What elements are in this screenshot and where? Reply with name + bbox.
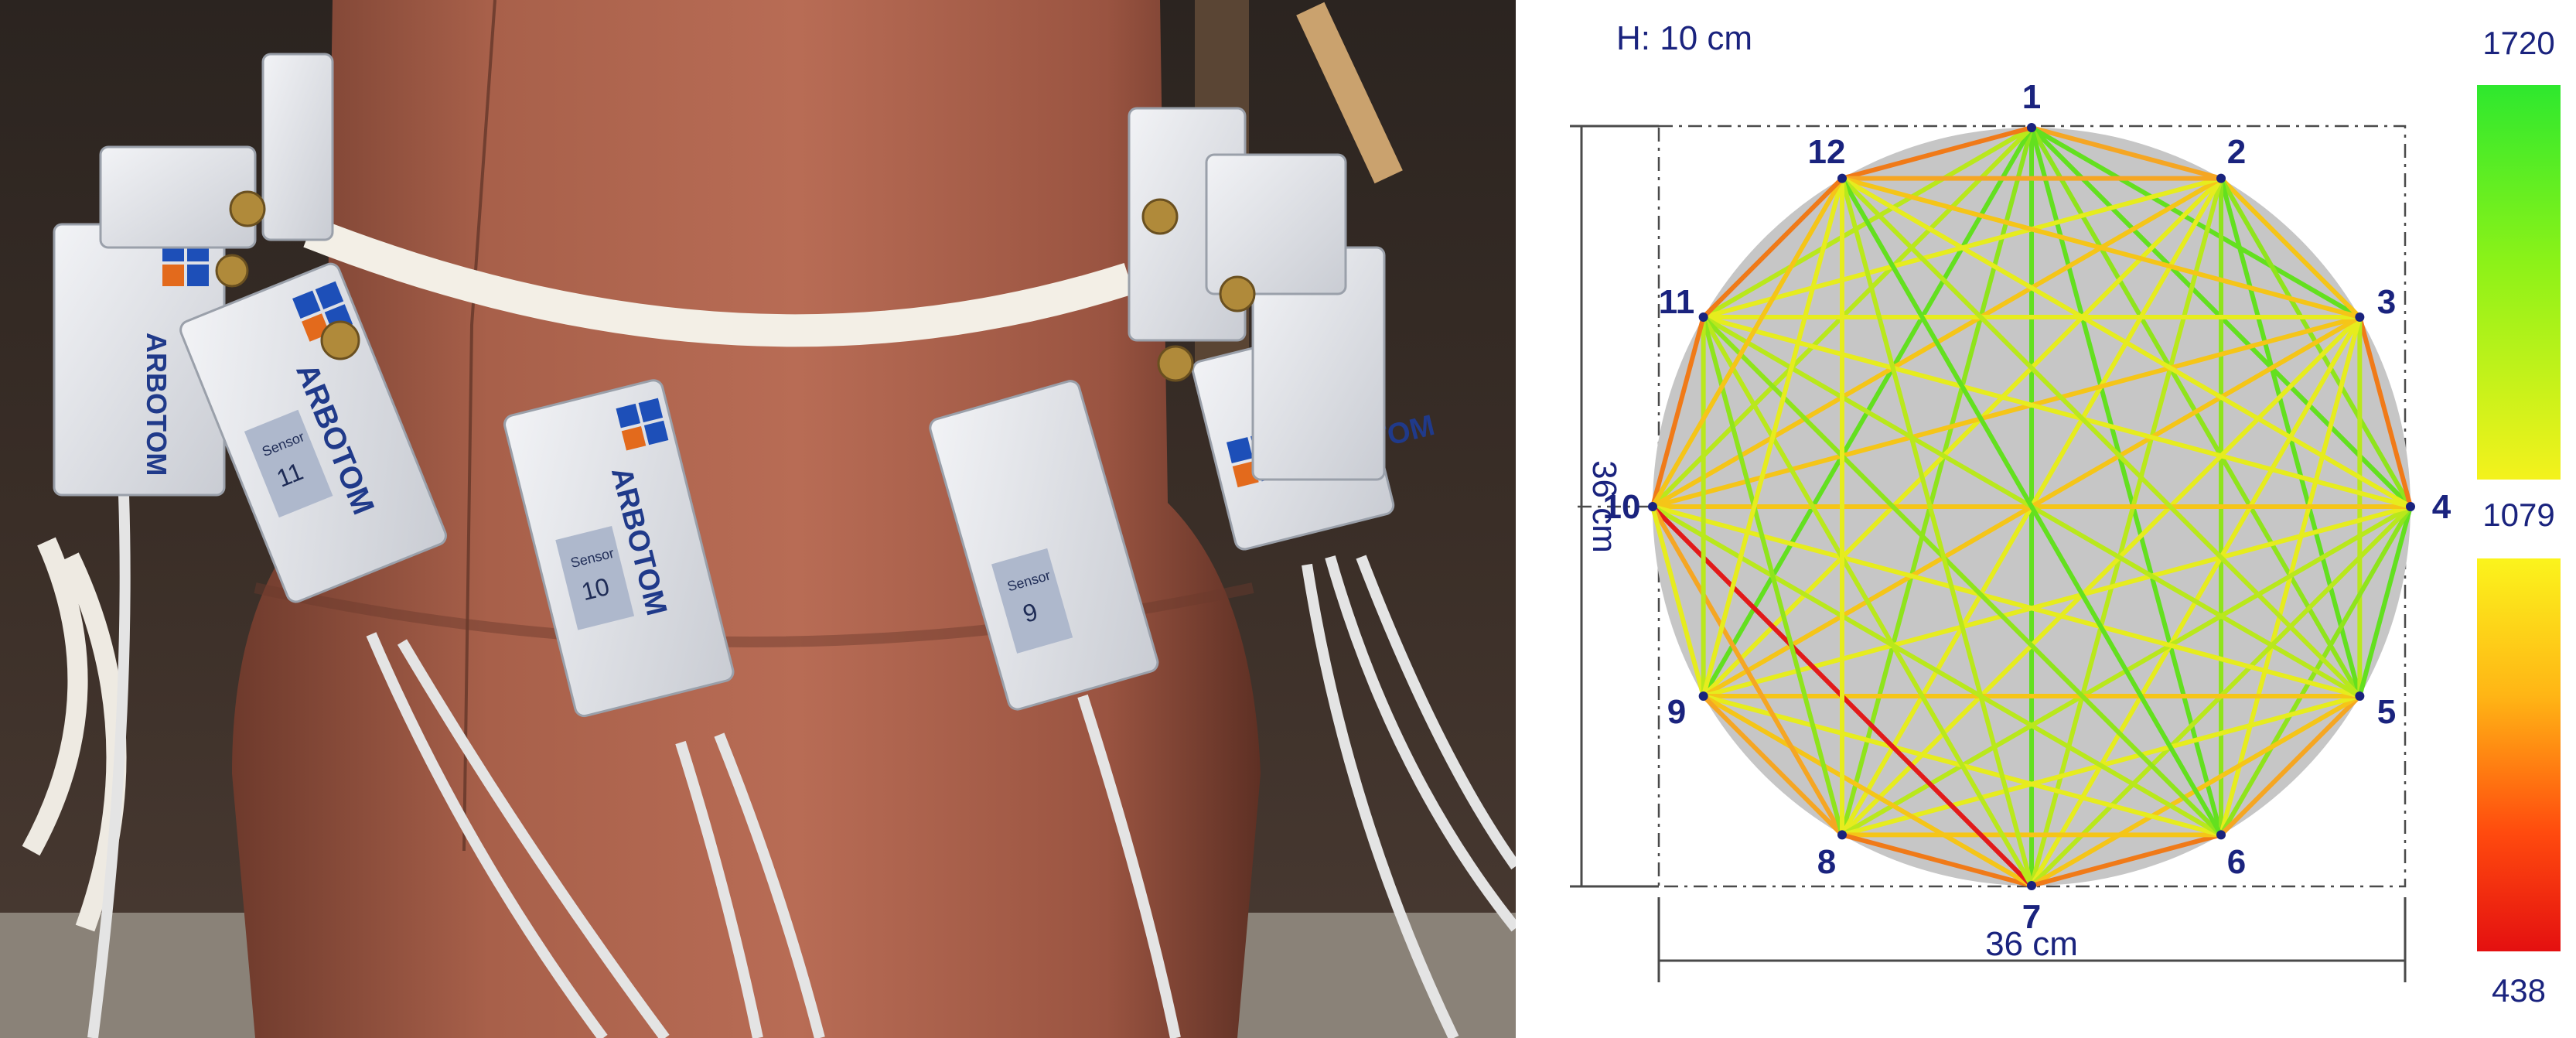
width-dimension-label: 36 cm: [1985, 925, 2078, 963]
sound-path-8-11: [1701, 315, 1844, 838]
colorbar-mid-value: 1079: [2482, 497, 2554, 533]
sound-path-3-8: [1840, 315, 2363, 838]
trunk-crack: [462, 0, 496, 852]
sound-path-7-12: [1840, 176, 2034, 888]
sound-path-9-10: [1650, 504, 1706, 698]
sound-path-5-12: [1840, 176, 2363, 698]
sound-path-5-10: [1650, 504, 2363, 698]
sound-path-7-9: [1701, 694, 2034, 888]
sound-path-8-9: [1701, 694, 1844, 838]
sensor-point: [2406, 502, 2415, 511]
sensor-label: 11: [1659, 283, 1695, 321]
sensor-point: [1698, 312, 1708, 322]
dimension-lines: [1570, 125, 2407, 982]
sensor-box: [261, 53, 334, 241]
sound-path-4-9: [1701, 504, 2413, 698]
height-label: H: 10 cm: [1616, 19, 1752, 57]
sound-path-3-10: [1650, 315, 2363, 509]
sensor-point: [2355, 691, 2365, 701]
sensor-box: ARBOTOM: [53, 223, 226, 497]
sound-path-4-12: [1840, 176, 2413, 509]
sensor-point: [2216, 173, 2226, 183]
sensor-label: 6: [2227, 843, 2246, 881]
sound-path-9-12: [1701, 176, 1844, 698]
sound-path-6-7: [2029, 832, 2223, 888]
sound-path-4-11: [1701, 315, 2413, 509]
sound-path-7-8: [1840, 832, 2034, 888]
sensor-label: 12: [1808, 133, 1846, 171]
sensor-box-9: Sensor 9: [929, 380, 1159, 711]
sound-path-2-7: [2029, 176, 2223, 888]
sound-path-4-5: [2357, 504, 2413, 698]
colorbar-upper: [2477, 85, 2561, 480]
tree-photo: ARBOTOM ARBOTOM Sensor 11 ARBOTOM Sensor…: [0, 0, 1516, 1038]
sound-path-1-6: [2029, 125, 2223, 838]
sensor-point: [2027, 123, 2036, 132]
sound-path-5-6: [2219, 694, 2363, 838]
sound-path-1-2: [2029, 125, 2223, 181]
wooden-stick: [1296, 2, 1403, 184]
sound-path-2-3: [2219, 176, 2363, 319]
sensor-point: [2027, 881, 2036, 890]
sound-path-3-4: [2357, 315, 2413, 509]
sensor-label: 1: [2022, 78, 2041, 116]
sensor-point: [1837, 173, 1847, 183]
sensor-box-10: ARBOTOM Sensor 10: [503, 379, 735, 718]
height-dimension-label: 36 cm: [1585, 460, 1623, 553]
colorbar-bottom-value: 438: [2492, 972, 2546, 1009]
sound-paths: [1650, 125, 2413, 888]
sensor-point: [1698, 691, 1708, 701]
sensor-label: 3: [2377, 283, 2396, 321]
sensor-label: 8: [1817, 843, 1836, 881]
sound-path-10-12: [1650, 176, 1844, 509]
sensor-point: [2216, 830, 2226, 840]
sensor-number: 10: [578, 572, 612, 606]
sound-path-1-8: [1840, 125, 2034, 838]
sensor-point: [2355, 312, 2365, 322]
sound-path-2-9: [1701, 176, 2223, 698]
sound-path-7-11: [1701, 315, 2034, 888]
colorbar-top-value: 1720: [2482, 25, 2554, 61]
sensor-brand: ARBOTOM: [141, 333, 172, 476]
measuring-tape: [303, 217, 1134, 347]
sound-path-11-12: [1701, 176, 1844, 319]
sensor-label: 9: [1667, 693, 1686, 731]
sensor-label: 10: [1603, 488, 1641, 526]
sensor-label: 7: [2022, 898, 2041, 936]
sound-path-1-12: [1840, 125, 2034, 181]
sound-path-10-11: [1650, 315, 1706, 509]
sensor-label: 4: [2432, 488, 2451, 526]
sound-path-6-10: [1650, 504, 2223, 838]
sensor-pins: [215, 190, 1256, 382]
sensor-point: [1837, 830, 1847, 840]
sound-path-8-10: [1650, 504, 1844, 838]
sensor-cables: [87, 494, 1516, 1038]
colorbar-lower: [2477, 558, 2561, 951]
sound-path-3-12: [1840, 176, 2363, 319]
sensor-box-11: ARBOTOM Sensor 11: [179, 262, 447, 603]
sensor-label: 2: [2227, 133, 2246, 171]
sensor-box: [1205, 153, 1347, 295]
sound-path-6-12: [1840, 176, 2223, 838]
sensor-point: [1648, 502, 1657, 511]
sound-path-6-11: [1701, 315, 2223, 838]
sensor-label: 5: [2377, 693, 2396, 731]
